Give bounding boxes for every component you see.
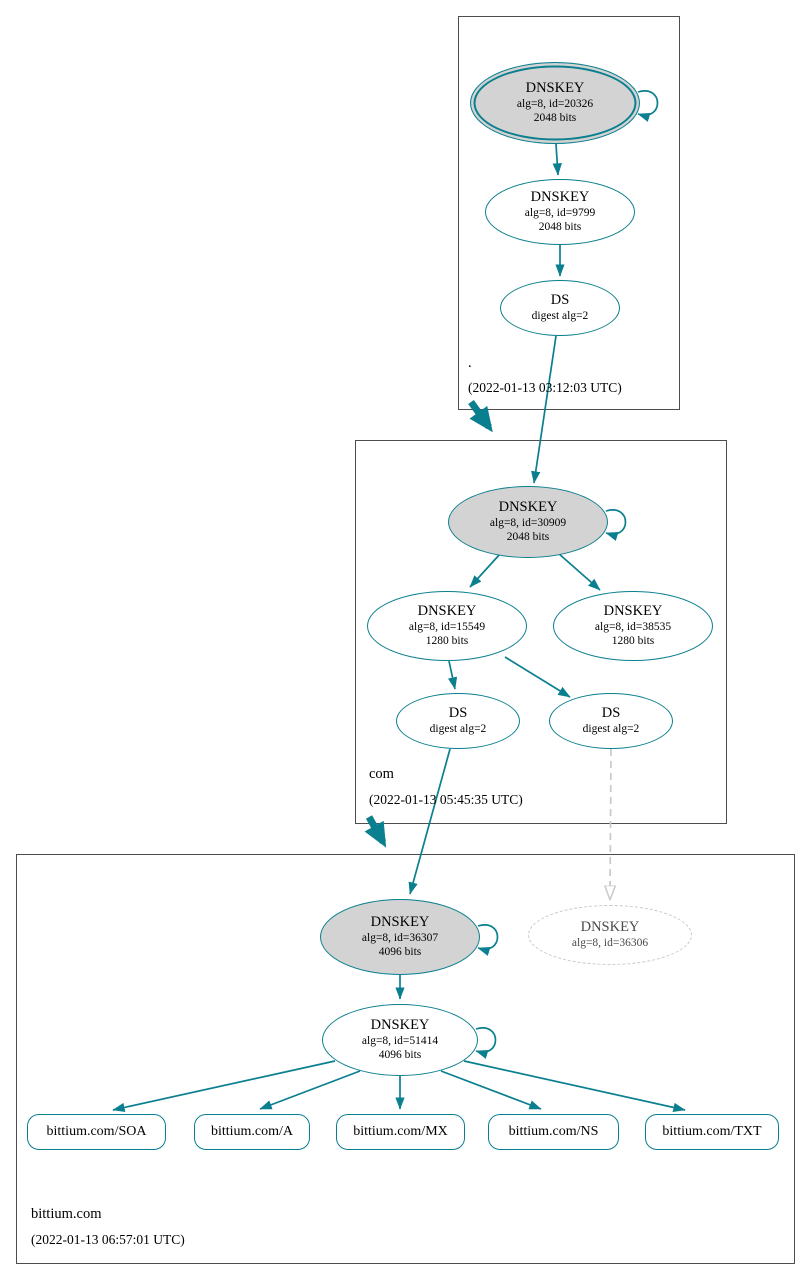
rrset-label: bittium.com/SOA <box>46 1124 147 1139</box>
node-title: DNSKEY <box>498 499 558 516</box>
node-alg: digest alg=2 <box>531 310 589 323</box>
node-root-zsk: DNSKEY alg=8, id=9799 2048 bits <box>485 179 635 245</box>
node-title: DNSKEY <box>370 914 430 931</box>
node-bits: 1280 bits <box>425 635 469 648</box>
node-alg: alg=8, id=9799 <box>524 206 596 219</box>
node-alg: alg=8, id=38535 <box>594 620 672 633</box>
node-rrset-mx: bittium.com/MX <box>336 1114 465 1150</box>
node-alg: alg=8, id=15549 <box>408 620 486 633</box>
zone-label-root: . <box>468 355 472 371</box>
node-alg: digest alg=2 <box>582 723 640 736</box>
node-title: DNSKEY <box>370 1017 430 1034</box>
node-rrset-txt: bittium.com/TXT <box>645 1114 779 1150</box>
node-com-zsk2: DNSKEY alg=8, id=38535 1280 bits <box>553 591 713 661</box>
node-bits: 2048 bits <box>538 221 582 234</box>
node-title: DNSKEY <box>525 80 585 97</box>
node-com-zsk1: DNSKEY alg=8, id=15549 1280 bits <box>367 591 527 661</box>
node-alg: alg=8, id=30909 <box>489 516 567 529</box>
zone-timestamp-com: (2022-01-13 05:45:35 UTC) <box>369 792 523 807</box>
zone-box-root <box>458 16 680 410</box>
zone-timestamp-root: (2022-01-13 03:12:03 UTC) <box>468 380 622 395</box>
rrset-label: bittium.com/A <box>210 1124 294 1139</box>
node-alg: alg=8, id=36306 <box>571 937 649 950</box>
node-bittium-dnskey-missing: DNSKEY alg=8, id=36306 <box>528 905 692 965</box>
node-title: DNSKEY <box>530 189 590 206</box>
node-com-ksk: DNSKEY alg=8, id=30909 2048 bits <box>448 486 608 558</box>
node-bits: 1280 bits <box>611 635 655 648</box>
node-alg: alg=8, id=36307 <box>361 931 439 944</box>
zone-box-bittium <box>16 854 795 1264</box>
zone-timestamp-bittium: (2022-01-13 06:57:01 UTC) <box>31 1232 185 1247</box>
node-root-ksk: DNSKEY alg=8, id=20326 2048 bits <box>470 62 640 144</box>
node-rrset-ns: bittium.com/NS <box>488 1114 619 1150</box>
node-com-ds1: DS digest alg=2 <box>396 693 520 749</box>
node-title: DS <box>601 705 621 722</box>
node-title: DS <box>448 705 468 722</box>
node-bittium-zsk: DNSKEY alg=8, id=51414 4096 bits <box>322 1004 478 1076</box>
rrset-label: bittium.com/MX <box>353 1124 448 1139</box>
node-title: DNSKEY <box>603 603 663 620</box>
zone-label-bittium: bittium.com <box>31 1206 102 1222</box>
node-rrset-a: bittium.com/A <box>194 1114 310 1150</box>
node-title: DS <box>550 292 570 309</box>
rrset-label: bittium.com/NS <box>508 1124 599 1139</box>
node-rrset-soa: bittium.com/SOA <box>27 1114 166 1150</box>
node-bits: 2048 bits <box>506 531 550 544</box>
node-bittium-ksk: DNSKEY alg=8, id=36307 4096 bits <box>320 899 480 975</box>
zone-label-com: com <box>369 766 394 782</box>
node-alg: alg=8, id=20326 <box>516 97 594 110</box>
node-bits: 2048 bits <box>533 112 577 125</box>
node-root-ds: DS digest alg=2 <box>500 280 620 336</box>
node-bits: 4096 bits <box>378 1049 422 1062</box>
node-com-ds2: DS digest alg=2 <box>549 693 673 749</box>
node-alg: digest alg=2 <box>429 723 487 736</box>
rrset-label: bittium.com/TXT <box>662 1124 762 1139</box>
node-alg: alg=8, id=51414 <box>361 1034 439 1047</box>
node-bits: 4096 bits <box>378 946 422 959</box>
node-title: DNSKEY <box>417 603 477 620</box>
node-title: DNSKEY <box>580 919 640 936</box>
